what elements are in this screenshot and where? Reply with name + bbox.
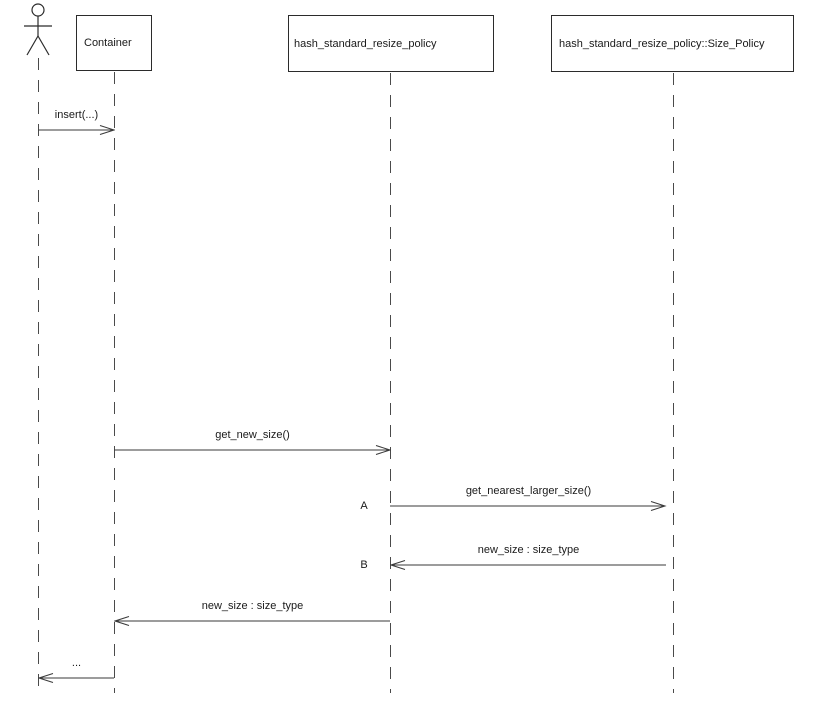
message-insert: insert(...) [38,108,115,137]
actor-icon [24,3,52,56]
lifeline-size-policy [673,73,674,693]
message-get-new-size-label: get_new_size() [215,429,290,441]
message-marker-b: B [360,559,368,571]
participant-size-policy: hash_standard_resize_policy::Size_Policy [551,15,794,72]
message-get-new-size: get_new_size() [114,428,391,457]
participant-size-policy-label: hash_standard_resize_policy::Size_Policy [559,37,765,50]
participant-policy: hash_standard_resize_policy [288,15,494,72]
lifeline-actor [38,58,39,693]
lifeline-container [114,72,115,693]
message-get-nearest-larger-size-label: get_nearest_larger_size() [465,485,592,497]
message-ellipsis-return: ... [38,656,115,685]
message-new-size-return: new_size : size_type [114,599,391,628]
arrow-left-icon [38,673,114,683]
arrow-left-icon [390,560,666,570]
arrow-left-icon [114,616,390,626]
message-get-nearest-larger-size: get_nearest_larger_size() [390,484,667,513]
message-ellipsis-return-label: ... [71,657,82,669]
participant-container: Container [76,15,152,71]
message-marker-a: A [360,500,368,512]
participant-policy-label: hash_standard_resize_policy [294,37,437,50]
arrow-right-icon [114,445,391,455]
message-new-size-return-b: new_size : size_type [390,543,667,572]
arrow-right-icon [38,125,115,135]
arrow-right-icon [390,501,667,511]
message-insert-label: insert(...) [54,109,99,121]
lifeline-policy [390,73,391,693]
message-new-size-return-label: new_size : size_type [201,600,304,612]
participant-container-label: Container [84,37,132,49]
message-new-size-return-b-label: new_size : size_type [477,544,580,556]
